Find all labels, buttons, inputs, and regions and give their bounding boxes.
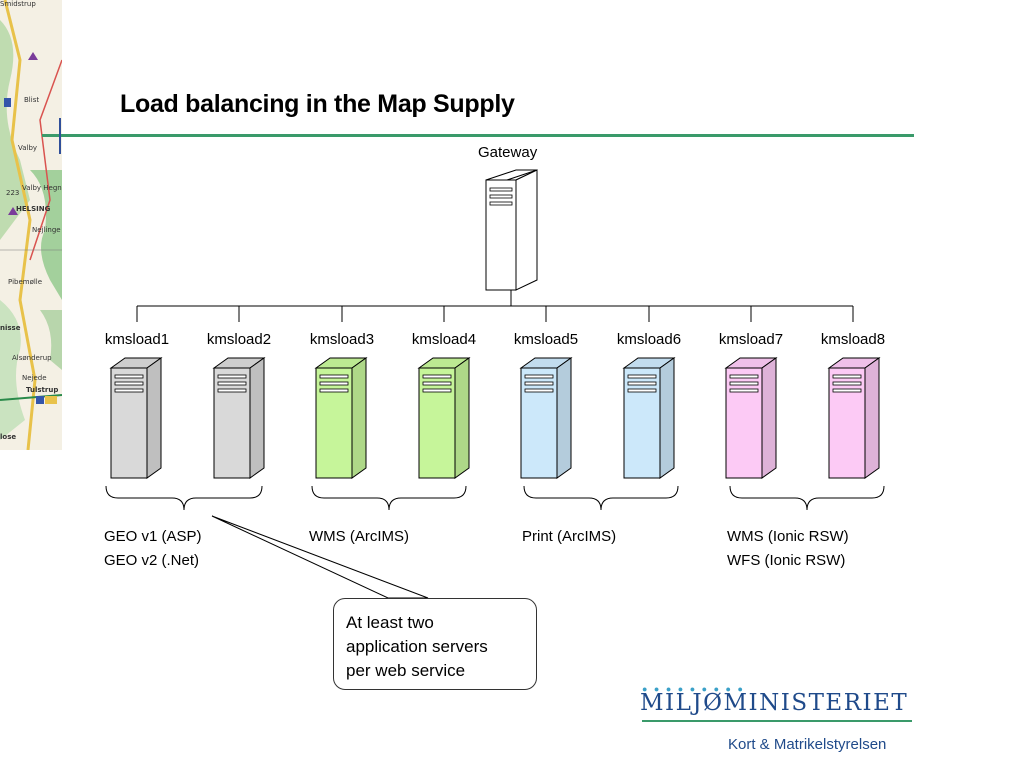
- callout-line-2: application servers: [346, 637, 488, 656]
- server-icon-kmsload4: [417, 357, 471, 479]
- rule-tick-mark: [59, 118, 61, 154]
- slide-title: Load balancing in the Map Supply: [120, 90, 515, 118]
- title-rule: [42, 134, 914, 137]
- server-icon-kmsload8: [827, 357, 881, 479]
- server-icon-kmsload7: [724, 357, 778, 479]
- callout-line-1: At least two: [346, 613, 434, 632]
- server-icon-kmsload1: [109, 357, 163, 479]
- map-label-pibemolle: Pibemølle: [8, 278, 42, 286]
- server-label-kmsload7: kmsload7: [718, 331, 784, 348]
- map-label-helsing: HELSING: [16, 205, 51, 213]
- gateway-server-icon: [485, 169, 538, 291]
- map-label-lose: lose: [0, 433, 16, 441]
- map-label-nejlinge: Nejlinge: [32, 226, 61, 234]
- map-label-nejede: Nejede: [22, 374, 47, 382]
- logo-dots: ● ● ● ● ● ● ● ● ●: [642, 684, 745, 694]
- server-label-kmsload2: kmsload2: [206, 331, 272, 348]
- group-brace-ionic: [729, 485, 885, 511]
- server-icon-kmsload2: [212, 357, 266, 479]
- group-brace-print: [523, 485, 679, 511]
- logo-rule: [642, 720, 912, 722]
- server-label-kmsload4: kmsload4: [411, 331, 477, 348]
- group-brace-wms-arcims: [311, 485, 467, 511]
- group-brace-geo: [105, 485, 263, 511]
- group-label-geo-v2: GEO v2 (.Net): [104, 552, 200, 569]
- group-label-wms-arcims: WMS (ArcIMS): [309, 528, 409, 545]
- server-label-kmsload8: kmsload8: [820, 331, 886, 348]
- gateway-label: Gateway: [478, 144, 538, 161]
- server-label-kmsload3: kmsload3: [309, 331, 375, 348]
- callout-box: At least two application servers per web…: [333, 598, 537, 690]
- server-label-kmsload5: kmsload5: [513, 331, 579, 348]
- map-label-smidstrup: Smidstrup: [0, 0, 36, 8]
- server-icon-kmsload6: [622, 357, 676, 479]
- callout-line-3: per web service: [346, 661, 466, 680]
- server-icon-kmsload3: [314, 357, 368, 479]
- logo-ministry-name: MILJØMINISTERIET: [640, 690, 909, 716]
- logo-agency-name: Kort & Matrikelstyrelsen: [728, 736, 887, 753]
- group-label-print-arcims: Print (ArcIMS): [522, 528, 617, 545]
- map-label-alsonderup: Alsønderup: [12, 354, 52, 362]
- group-label-geo-v1: GEO v1 (ASP): [104, 528, 202, 545]
- group-label-wms-ionic: WMS (Ionic RSW): [727, 528, 849, 545]
- server-label-kmsload1: kmsload1: [104, 331, 170, 348]
- server-icon-kmsload5: [519, 357, 573, 479]
- map-label-valby-hegn: Valby Hegn: [22, 184, 62, 192]
- map-label-223: 223: [6, 189, 19, 197]
- map-label-blist: Blist: [24, 96, 39, 104]
- map-label-tulstrup: Tulstrup: [26, 386, 58, 394]
- group-label-wfs-ionic: WFS (Ionic RSW): [727, 552, 846, 569]
- connector-lines: [136, 290, 854, 322]
- map-label-nisse: nisse: [0, 324, 21, 332]
- map-strip-image: Smidstrup Blist Valby Valby Hegn 223 HEL…: [0, 0, 62, 450]
- map-label-valby: Valby: [18, 144, 37, 152]
- server-label-kmsload6: kmsload6: [616, 331, 682, 348]
